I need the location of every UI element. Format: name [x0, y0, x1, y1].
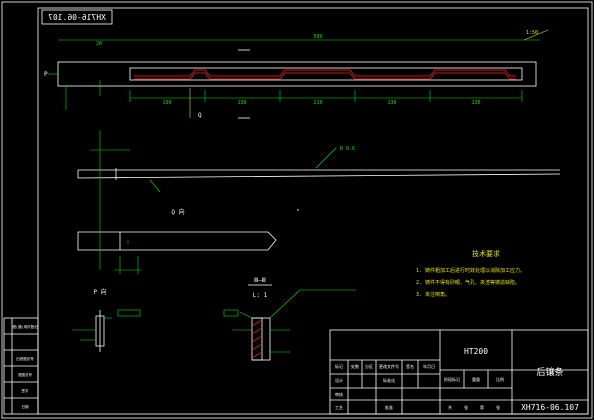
svg-text:R 0.6: R 0.6	[340, 146, 355, 152]
svg-text:共: 共	[448, 404, 452, 410]
svg-text:审核: 审核	[335, 391, 343, 397]
svg-text:底图总号: 底图总号	[18, 372, 32, 377]
section-view	[223, 289, 356, 361]
svg-text:日期: 日期	[22, 404, 29, 409]
title-block: HT200 后镶条 XH716-06.107 标记 设计 审核 工艺 处数 分区…	[329, 329, 589, 415]
tech-item-3: 3. 未注倒角。	[416, 291, 450, 298]
svg-text:借(通)用件登记: 借(通)用件登记	[12, 324, 38, 329]
svg-text:阶段标记: 阶段标记	[444, 376, 460, 382]
svg-text:更改文件号: 更改文件号	[379, 363, 399, 369]
dim-top-total: 590	[313, 34, 322, 40]
oil-groove	[134, 69, 516, 77]
p-view-label: P 向	[93, 288, 106, 296]
part-name: 后镶条	[536, 366, 563, 378]
dim-d3: 210	[313, 100, 322, 106]
dim-d1: 130	[162, 100, 171, 106]
side-view: R 0.6	[77, 130, 561, 200]
dim-left-small: 20	[96, 41, 102, 47]
svg-text:比例: 比例	[496, 376, 504, 382]
svg-text:Q: Q	[198, 112, 202, 119]
mirrored-number-box	[41, 9, 113, 25]
svg-text:签名: 签名	[406, 363, 414, 369]
svg-text:签字: 签字	[22, 388, 29, 393]
p-view	[72, 309, 141, 352]
svg-text:处数: 处数	[351, 363, 359, 369]
svg-text:第: 第	[480, 404, 484, 410]
drawing-frame	[37, 7, 589, 415]
svg-text:标记: 标记	[335, 363, 343, 369]
svg-text:P: P	[44, 71, 48, 78]
slope-label: 1:50	[526, 30, 538, 36]
material: HT200	[464, 347, 488, 356]
svg-text:张: 张	[496, 404, 500, 410]
tech-item-2: 2. 铸件不得有砂眼、气孔、夹渣等铸造缺陷。	[416, 279, 520, 286]
svg-text:年月日: 年月日	[423, 363, 435, 369]
dim-d5: 130	[471, 100, 480, 106]
svg-text:重量: 重量	[472, 376, 480, 382]
scale-label: L: 1	[253, 292, 268, 299]
svg-text:工艺: 工艺	[335, 405, 343, 410]
tech-title: 技术要求	[472, 249, 500, 258]
q-view	[77, 200, 277, 274]
svg-text:设计: 设计	[335, 377, 343, 383]
svg-text:张: 张	[464, 404, 468, 410]
section-label: Ⅲ—Ⅲ	[254, 277, 266, 284]
tech-item-1: 1. 铸件粗加工后进行时效处理以消除加工应力。	[416, 267, 525, 274]
svg-text:批准: 批准	[385, 404, 393, 410]
front-view: 590 20 130 130 210 130 130 P Q 1:50	[44, 29, 549, 119]
oil-groove-2	[134, 72, 516, 80]
svg-text:标准化: 标准化	[383, 377, 395, 383]
drawing-number: XH716-06.107	[521, 403, 579, 412]
side-registration-table: 借(通)用件登记 旧底图总号 底图总号 签字 日期	[3, 317, 39, 415]
svg-text:分区: 分区	[365, 363, 373, 369]
dim-d2: 130	[237, 100, 246, 106]
svg-text:旧底图总号: 旧底图总号	[16, 356, 34, 361]
tech-requirements: 技术要求 1. 铸件粗加工后进行时效处理以消除加工应力。 2. 铸件不得有砂眼、…	[416, 249, 525, 298]
mirrored-drawing-number: XH716-06.107	[48, 13, 106, 22]
dim-d4: 130	[387, 100, 396, 106]
front-slot	[129, 67, 523, 81]
q-view-label: Q 向	[171, 208, 184, 216]
